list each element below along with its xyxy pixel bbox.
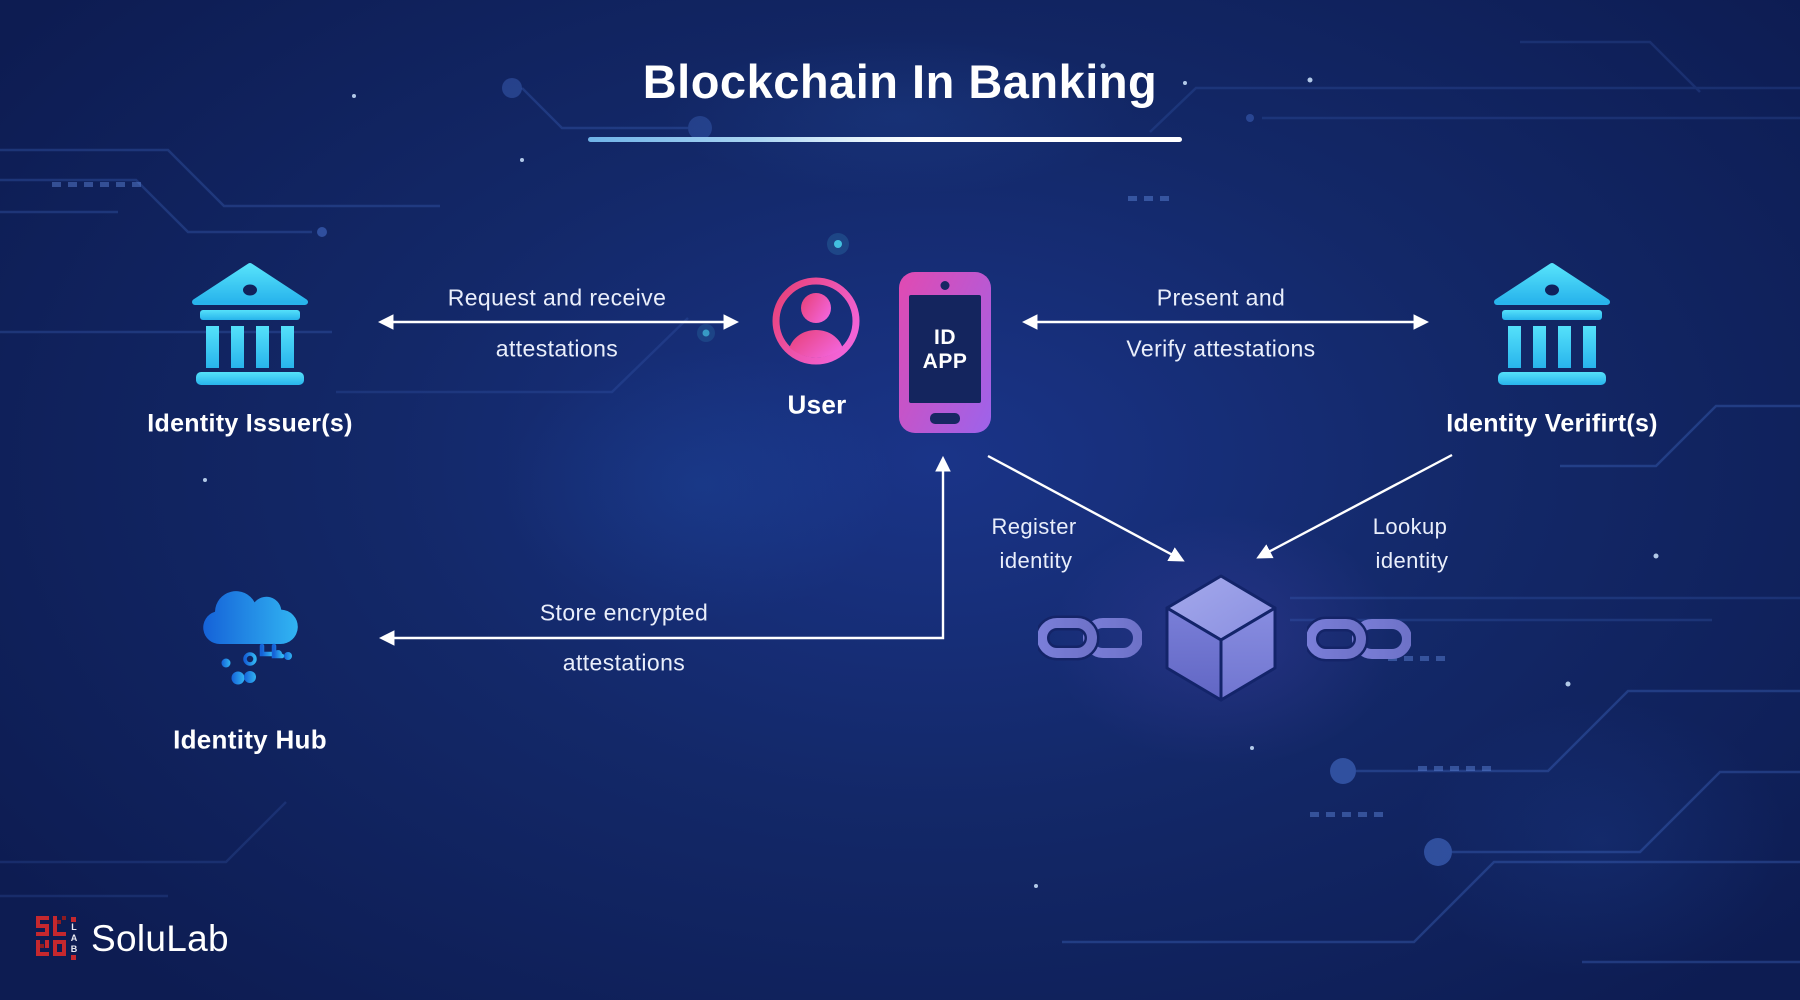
solulab-logo-mark: LAB (36, 916, 79, 961)
smartphone-icon: ID APP (899, 272, 991, 433)
phone-camera-dot (940, 281, 950, 290)
solulab-lab-column: LAB (69, 916, 79, 961)
present-attestations-label-line1: Present and (1156, 284, 1286, 311)
bank-icon (192, 263, 308, 385)
logo-square (71, 917, 76, 922)
store-attestations-label-line1: Store encrypted (539, 599, 709, 626)
blockchain-cube-icon (1165, 574, 1277, 702)
identity-issuer-label: Identity Issuer(s) (147, 409, 353, 438)
chain-link-icon (1038, 615, 1142, 661)
phone-screen: ID APP (909, 295, 981, 403)
brand-footer: LAB SoluLab (36, 916, 229, 961)
solulab-pixel-glyph-icon (36, 916, 66, 956)
phone-home-button (930, 413, 960, 424)
register-identity-label-line2: identity (999, 548, 1073, 573)
person-circle-icon (772, 277, 860, 365)
register-identity-label-line1: Register (991, 514, 1077, 539)
id-app-text-line1: ID (934, 325, 956, 349)
request-attestations-label-line2: attestations (495, 335, 619, 362)
user-label: User (787, 389, 847, 420)
chain-link-icon (1307, 616, 1411, 662)
page-title: Blockchain In Banking (642, 55, 1158, 108)
logo-lab-text: LAB (69, 922, 79, 955)
title-underline (588, 137, 1182, 142)
cloud-circuit-icon (203, 591, 298, 685)
brand-name: SoluLab (91, 917, 229, 959)
store-attestations-arrow (378, 455, 951, 646)
lookup-identity-label-line2: identity (1375, 548, 1449, 573)
register-identity-arrow (987, 454, 1185, 562)
lookup-identity-arrow (1256, 453, 1453, 559)
identity-verifier-label: Identity Verifirt(s) (1446, 409, 1658, 438)
lookup-identity-label-line1: Lookup (1372, 514, 1448, 539)
logo-square (71, 955, 76, 960)
bank-icon (1494, 263, 1610, 385)
request-attestations-label-line1: Request and receive (447, 284, 667, 311)
id-app-text-line2: APP (922, 349, 968, 373)
identity-hub-label: Identity Hub (173, 724, 327, 755)
store-attestations-label-line2: attestations (562, 649, 686, 676)
present-attestations-label-line2: Verify attestations (1126, 335, 1316, 362)
